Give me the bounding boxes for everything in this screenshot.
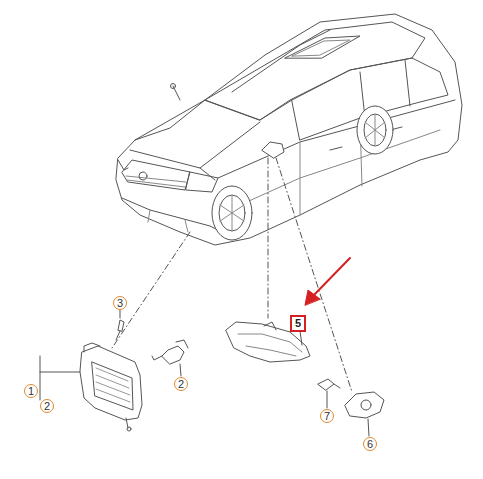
callout-number: 3 <box>113 296 127 310</box>
callout-number: 1 <box>24 384 38 398</box>
callout-number: 2 <box>40 399 54 413</box>
callout-number: 2 <box>174 377 188 391</box>
callout-number: 6 <box>363 437 377 451</box>
callout-number: 7 <box>320 409 334 423</box>
highlighted-callout: 5 <box>290 315 306 332</box>
